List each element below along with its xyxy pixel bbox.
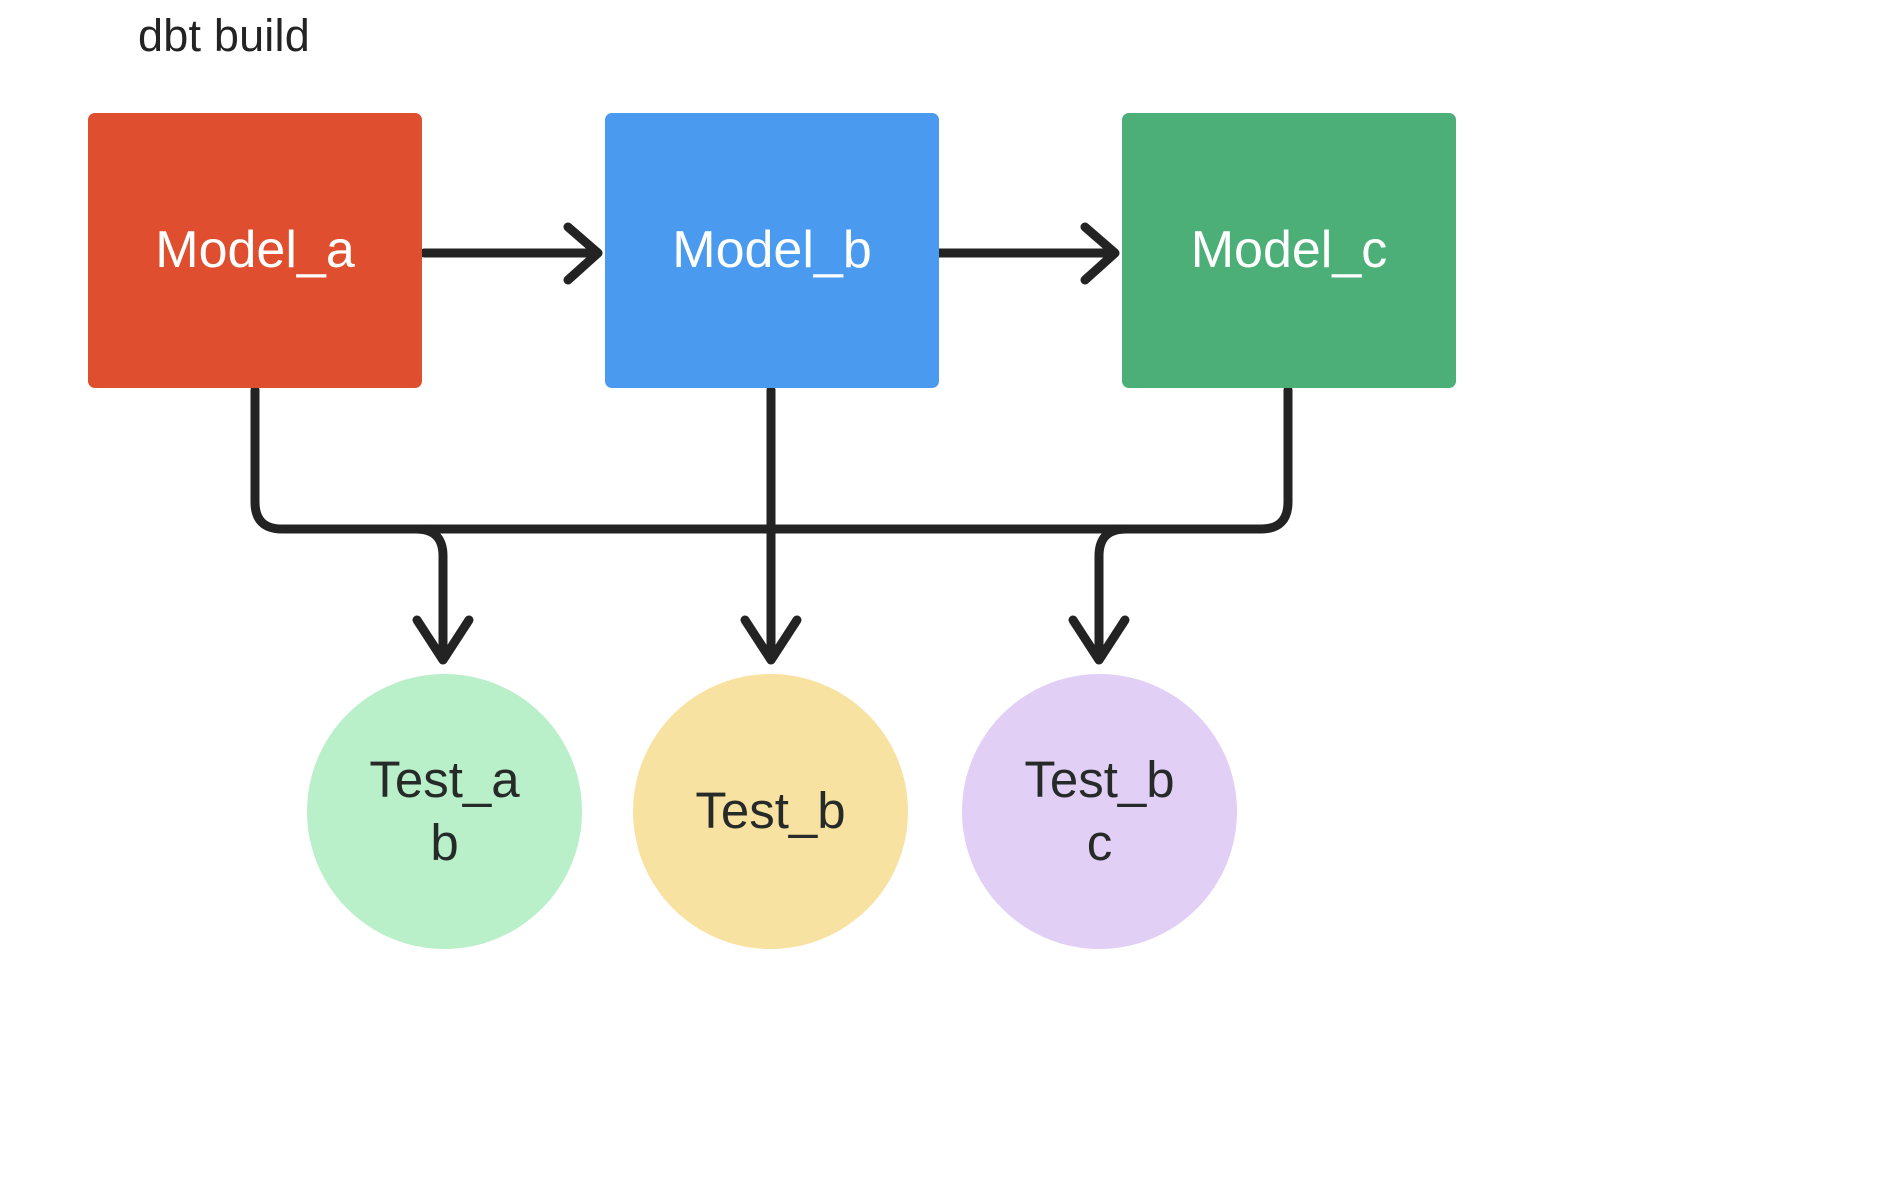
node-model-c[interactable]: Model_c bbox=[1122, 113, 1456, 388]
node-test-bc[interactable]: Test_bc bbox=[962, 674, 1237, 949]
edge-model-b-to-test-b bbox=[740, 385, 802, 665]
node-model-c-label: Model_c bbox=[1190, 221, 1388, 280]
node-model-b-label: Model_b bbox=[672, 221, 872, 280]
node-test-b-label: Test_b bbox=[695, 782, 846, 840]
edge-rail-to-test-ab bbox=[411, 524, 474, 665]
node-test-bc-label: Test_bc bbox=[1024, 751, 1175, 871]
diagram-title: dbt build bbox=[138, 10, 310, 61]
node-model-a[interactable]: Model_a bbox=[88, 113, 422, 388]
edge-model-b-to-model-c bbox=[934, 222, 1120, 285]
node-test-b[interactable]: Test_b bbox=[633, 674, 908, 949]
edge-model-c-to-test-bc bbox=[767, 385, 1293, 534]
node-test-ab[interactable]: Test_ab bbox=[307, 674, 582, 949]
node-model-a-label: Model_a bbox=[155, 221, 355, 280]
edge-model-a-to-test-ab bbox=[250, 385, 775, 534]
edge-rail-to-test-bc bbox=[1068, 524, 1131, 665]
node-test-ab-label: Test_ab bbox=[369, 751, 520, 871]
edge-model-a-to-model-b bbox=[419, 222, 603, 285]
node-model-b[interactable]: Model_b bbox=[605, 113, 939, 388]
